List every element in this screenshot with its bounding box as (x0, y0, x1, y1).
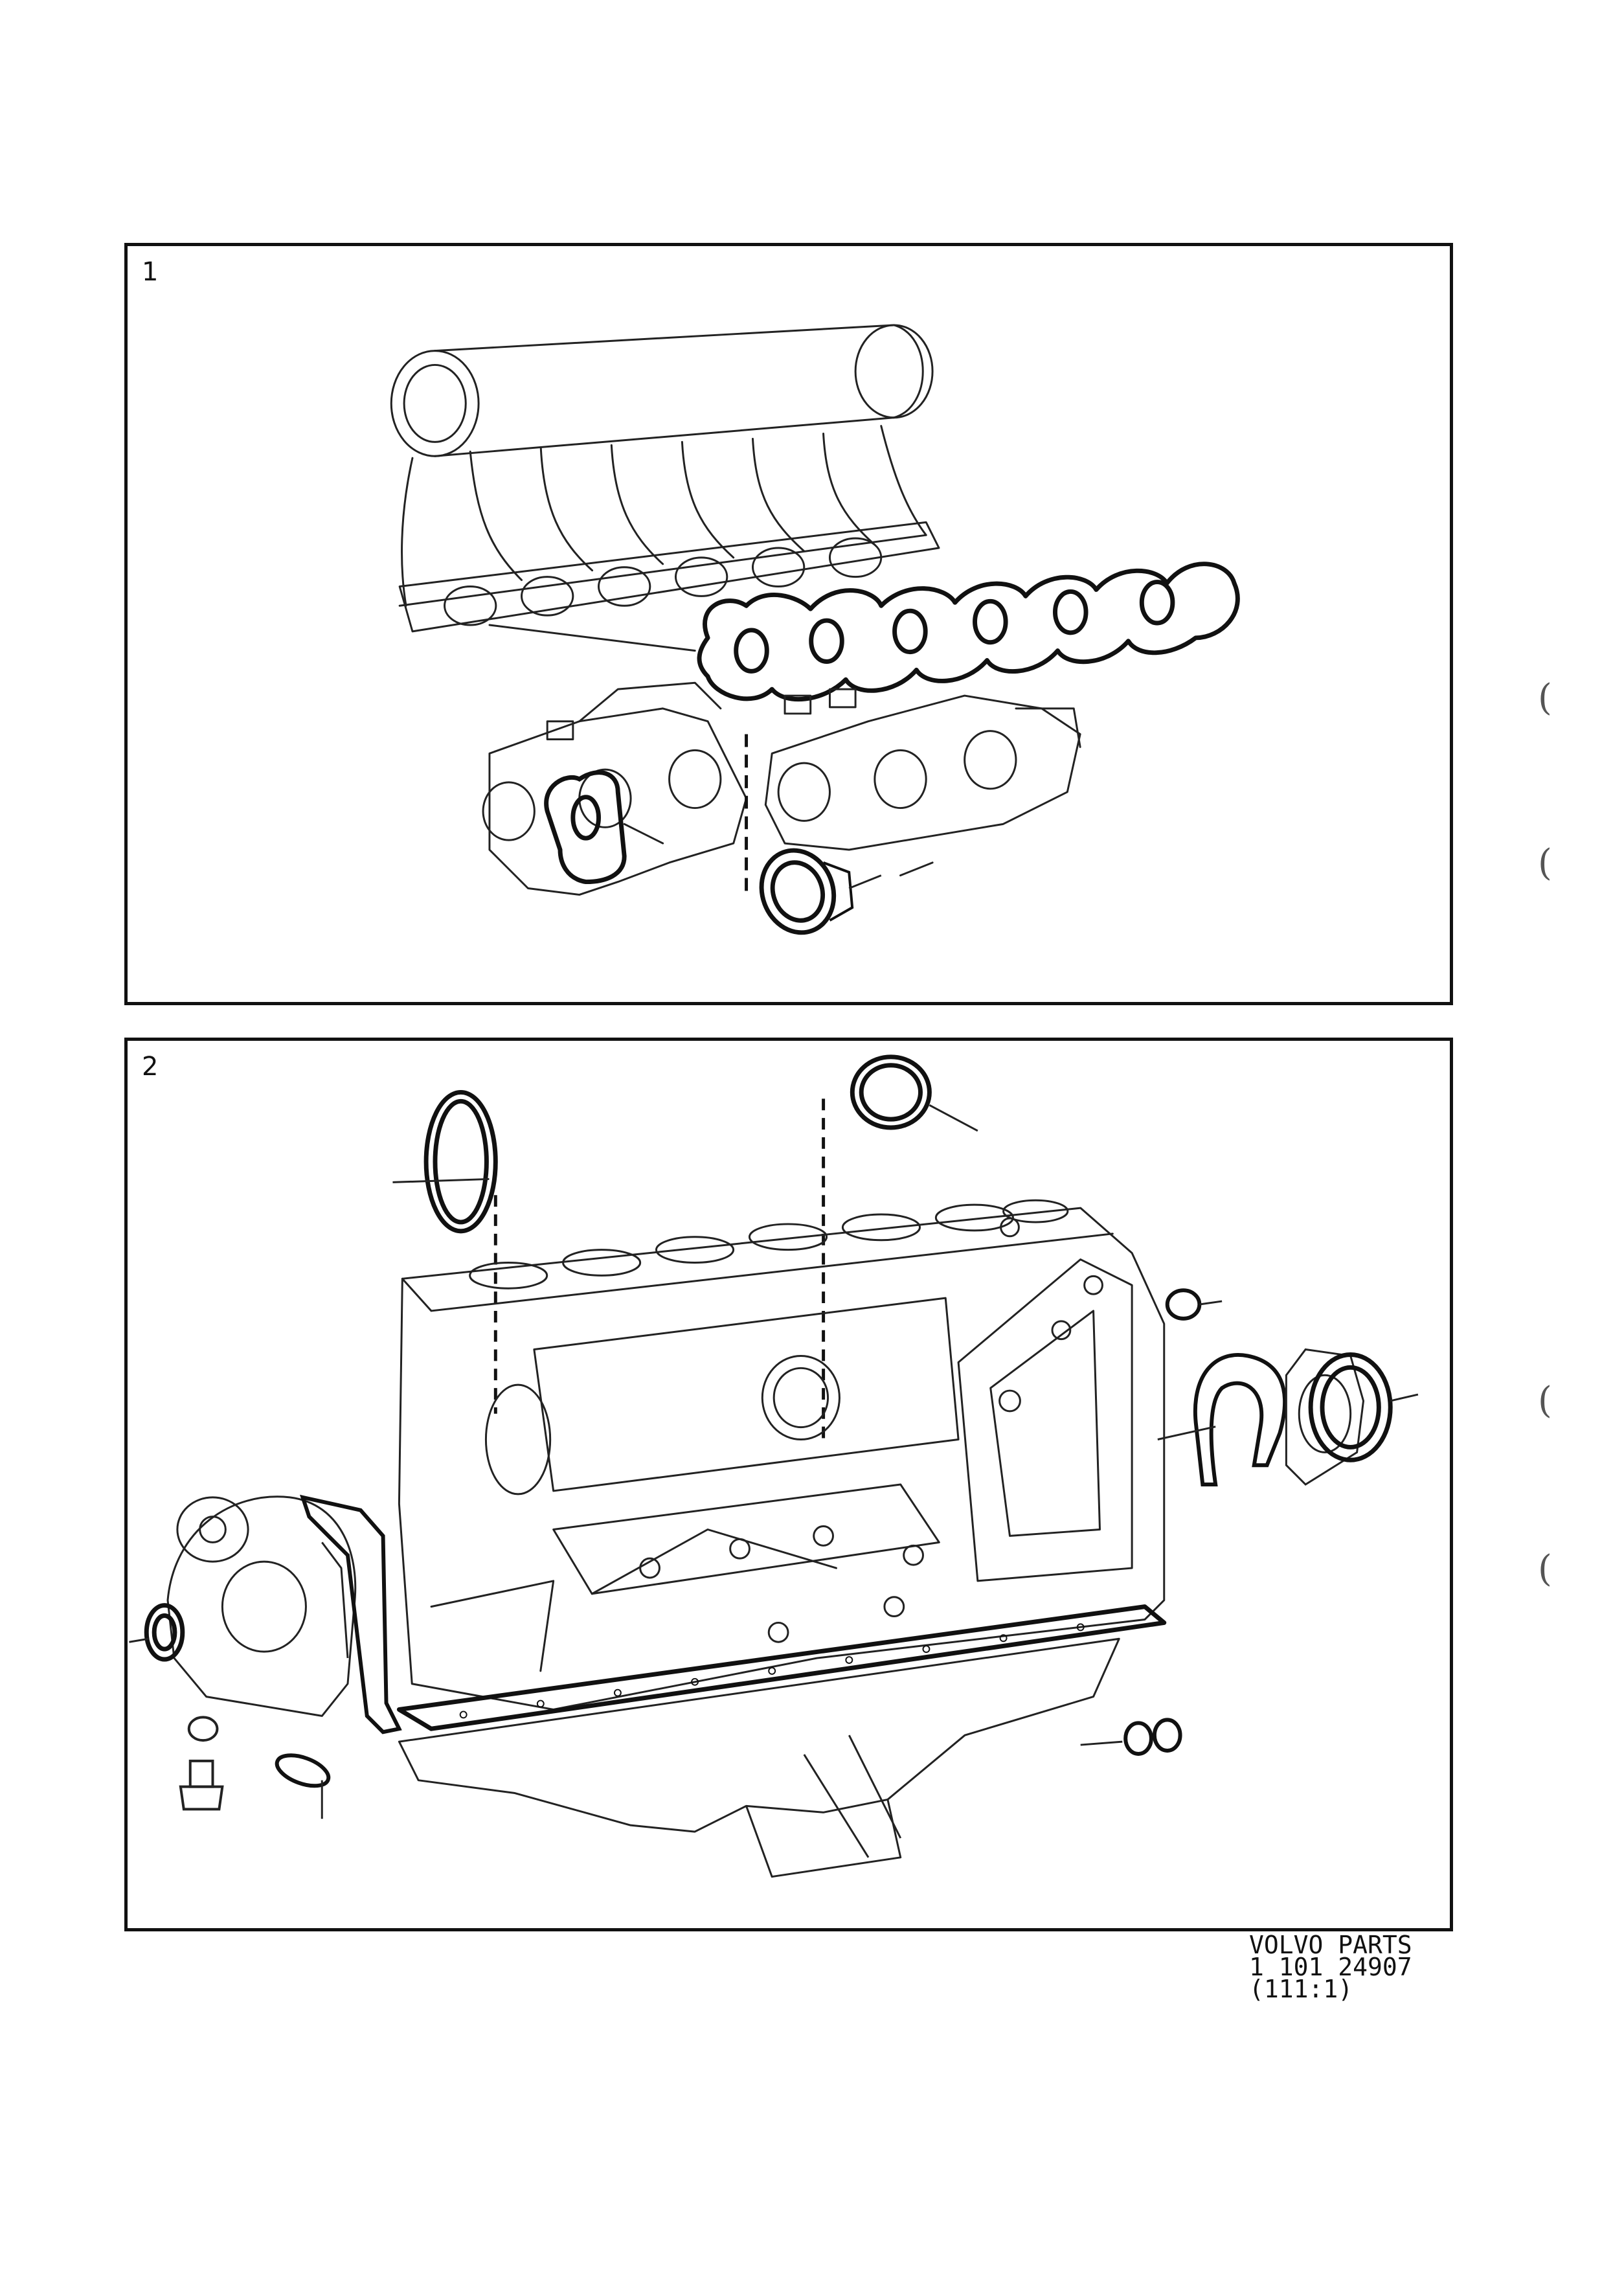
brand-label: VOLVO PARTS (1249, 1931, 1412, 1959)
exhaust-manifold-gasket (544, 770, 627, 885)
drain-plug (179, 1716, 224, 1811)
exhaust-manifold-front (482, 681, 748, 896)
margin-mark: ( (1538, 1548, 1552, 1590)
gasket-holes (459, 1623, 1085, 1719)
timing-cover (166, 1495, 357, 1717)
intake-plenum (390, 324, 934, 457)
seal-ring (759, 848, 854, 935)
intake-flange (398, 521, 940, 633)
pan-drain-plug (1123, 1718, 1182, 1756)
intake-manifold-gasket (697, 562, 1240, 702)
rear-seal-carrier (1285, 1348, 1365, 1486)
panel-1: 1 (124, 243, 1453, 1005)
intake-runners (398, 425, 927, 607)
rear-main-seal-small (1165, 1288, 1202, 1321)
engine-block-gasket-illustration (129, 1054, 1419, 1878)
margin-mark: ( (1538, 842, 1552, 884)
timing-cover-gasket (299, 1494, 402, 1734)
part-number: 1 101 24907 (1249, 1953, 1412, 1981)
engine-block (398, 1199, 1166, 1711)
sealing-washer (275, 1753, 331, 1788)
reference-code: (111:1) (1249, 1975, 1353, 2003)
oil-pan (398, 1637, 1120, 1878)
oil-pan-gasket (396, 1604, 1167, 1731)
panel-2: 2 (124, 1038, 1453, 1931)
rear-crank-seal (1308, 1352, 1393, 1462)
parts-caption: VOLVO PARTS 1 101 24907 (111:1) (1249, 1931, 1412, 2003)
cylinder-liner-seals (423, 1054, 932, 1234)
panel-number: 2 (142, 1052, 159, 1082)
exhaust-manifold-rear (764, 688, 1081, 851)
margin-mark: ( (1538, 1380, 1552, 1422)
manifold-gasket-illustration (390, 324, 1240, 935)
rear-seal-carrier-gasket (1193, 1353, 1287, 1486)
margin-mark: ( (1538, 677, 1552, 719)
front-crank-seal (144, 1603, 185, 1662)
panel-number: 1 (142, 257, 159, 287)
